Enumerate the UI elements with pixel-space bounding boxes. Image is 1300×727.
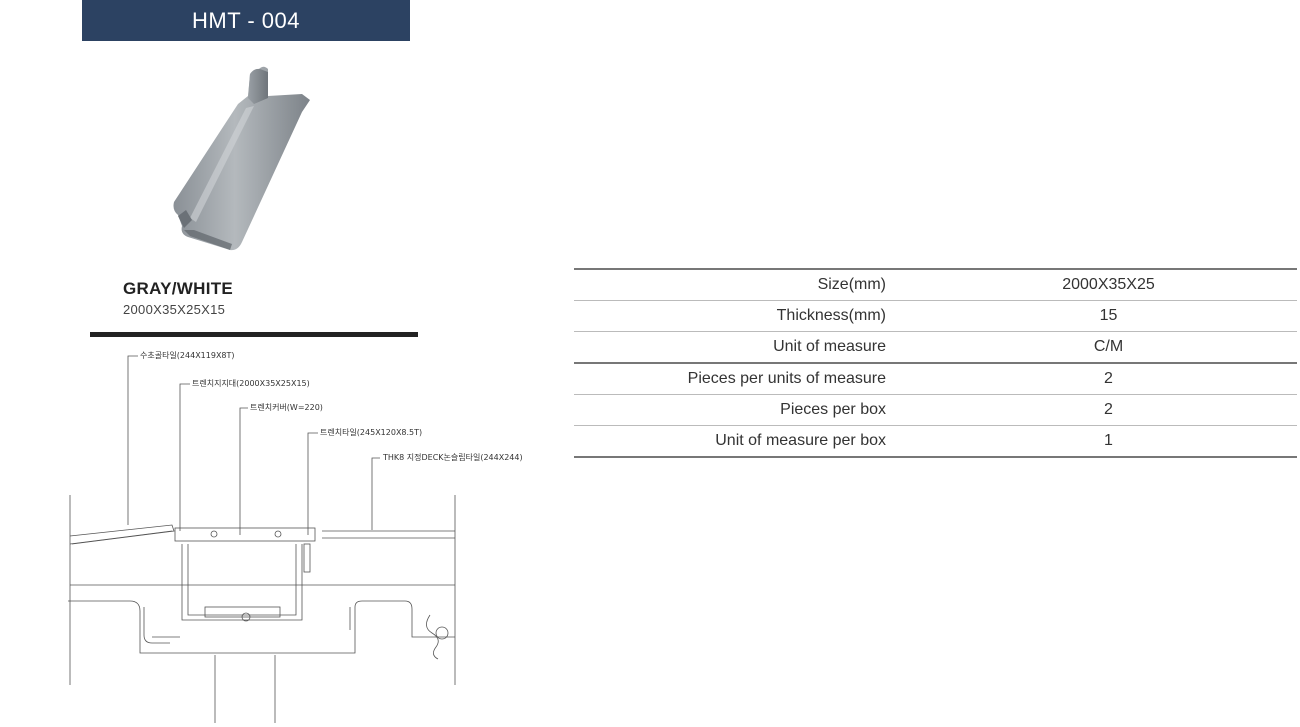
table-row: Unit of measure C/M (574, 331, 1297, 364)
spec-label: Thickness(mm) (574, 300, 920, 332)
table-row: Unit of measure per box 1 (574, 426, 1297, 458)
table-row: Thickness(mm) 15 (574, 300, 1297, 332)
specification-table: Size(mm) 2000X35X25 Thickness(mm) 15 Uni… (574, 268, 1297, 458)
product-profile-image (173, 66, 310, 251)
installation-cross-section-drawing: 수초골타일(244X119X8T) 트렌치지지대(2000X35X25X15) … (68, 351, 523, 723)
spec-value: 2000X35X25 (920, 269, 1297, 301)
product-color-name: GRAY/WHITE (123, 279, 234, 298)
drawing-label-tile-a: 수초골타일(244X119X8T) (140, 351, 235, 360)
section-divider (90, 332, 418, 337)
table-row: Size(mm) 2000X35X25 (574, 269, 1297, 301)
drawing-label-trench-support: 트렌치지지대(2000X35X25X15) (192, 378, 310, 388)
drawing-label-deck-tile: THK8 지정DECK논슬립타일(244X244) (382, 452, 523, 462)
spec-label: Size(mm) (574, 269, 920, 301)
table-row: Pieces per box 2 (574, 394, 1297, 426)
drawing-label-trench-tile: 트렌치타일(245X120X8.5T) (320, 427, 422, 437)
drawing-label-trench-cover: 트렌치커버(W=220) (250, 402, 323, 412)
spec-label: Unit of measure per box (715, 432, 886, 449)
spec-value: 1 (1104, 432, 1113, 449)
spec-value: 15 (920, 300, 1297, 332)
product-code-header: HMT - 004 (82, 0, 410, 41)
spec-label: Pieces per units of measure (574, 363, 920, 395)
spec-value: 2 (920, 363, 1297, 395)
product-dimension: 2000X35X25X15 (123, 302, 226, 317)
table-row: Pieces per units of measure 2 (574, 363, 1297, 395)
spec-label: Unit of measure (574, 331, 920, 364)
spec-value: C/M (920, 331, 1297, 364)
spec-value: 2 (920, 394, 1297, 426)
spec-label: Pieces per box (574, 394, 920, 426)
